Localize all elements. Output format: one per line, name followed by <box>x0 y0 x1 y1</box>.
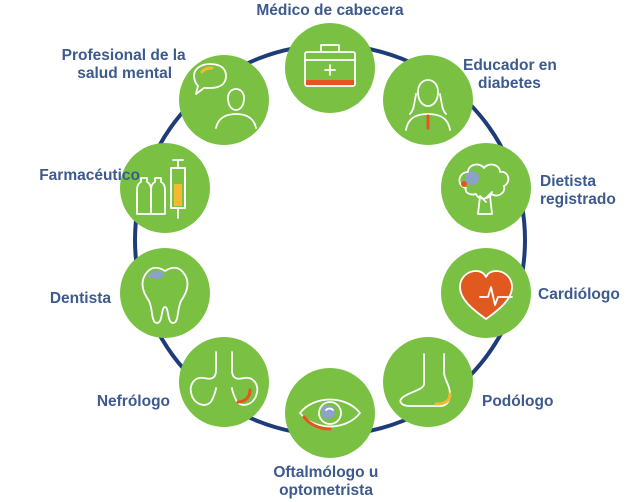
broccoli-icon <box>458 163 510 215</box>
node-salud-mental: Profesional de la salud mental <box>62 47 269 145</box>
node-label: Dietista registrado <box>540 173 616 208</box>
heart-pulse-icon <box>459 270 513 320</box>
eye-icon <box>299 398 361 431</box>
node-nefrologo: Nefrólogo <box>97 337 269 427</box>
pharmacy-vials-icon <box>136 159 186 219</box>
node-label: Podólogo <box>482 393 553 410</box>
person-icon <box>405 79 451 131</box>
tooth-icon <box>141 266 189 324</box>
kidneys-icon <box>189 351 259 406</box>
node-label: Médico de cabecera <box>256 2 404 19</box>
node-farmaceutico: Farmacéutico <box>39 143 210 233</box>
medical-kit-icon <box>304 44 356 87</box>
node-podologo: Podólogo <box>383 337 553 427</box>
node-label: Farmacéutico <box>39 167 140 184</box>
node-educador: Educador en diabetes <box>383 55 561 145</box>
node-dentista: Dentista <box>50 248 210 338</box>
node-label: Oftalmólogo u optometrista <box>273 464 382 499</box>
node-oftalmologo: Oftalmólogo u optometrista <box>273 368 382 499</box>
node-dietista: Dietista registrado <box>441 143 616 233</box>
node-cardiologo: Cardiólogo <box>441 248 620 338</box>
node-label: Cardiólogo <box>538 286 620 303</box>
node-label: Dentista <box>50 290 112 307</box>
node-medico: Médico de cabecera <box>256 2 404 113</box>
node-label: Nefrólogo <box>97 393 170 410</box>
node-label: Profesional de la salud mental <box>62 47 190 82</box>
foot-icon <box>399 353 452 407</box>
speech-person-icon <box>193 63 257 129</box>
node-label: Educador en diabetes <box>463 57 561 92</box>
